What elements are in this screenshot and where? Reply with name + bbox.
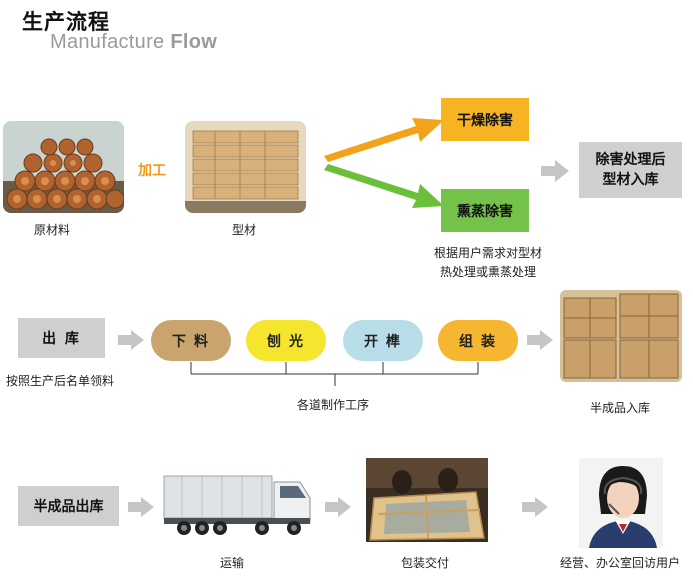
- semi-storage-caption: 半成品入库: [590, 401, 651, 415]
- delivery-caption: 包装交付: [401, 556, 450, 570]
- step-cutting: 下料: [151, 320, 231, 361]
- arrow-to-office: [522, 497, 548, 517]
- transport-caption: 运输: [220, 556, 245, 570]
- arrow-to-semi-storage: [527, 330, 553, 350]
- arrow-to-delivery: [325, 497, 351, 517]
- page-subtitle: Manufacture Flow: [50, 31, 218, 53]
- fumigation-box: 熏蒸除害: [441, 189, 529, 232]
- arrow-to-storage: [541, 160, 569, 182]
- step-planing: 刨光: [246, 320, 326, 361]
- raw-material-caption: 原材料: [34, 223, 71, 237]
- arrow-to-steps: [118, 330, 144, 350]
- headset-operator-illustration: [579, 458, 663, 548]
- step-assembly: 组装: [438, 320, 518, 361]
- profile-caption: 型材: [232, 223, 257, 237]
- treatment-note: 根据用户需求对型材 热处理或熏蒸处理: [433, 246, 542, 279]
- branch-arrows: [324, 118, 444, 208]
- semi-outbound-box: 半成品出库: [18, 486, 119, 526]
- lumber-stack-illustration: [185, 121, 306, 213]
- semi-finished-photo: [560, 290, 682, 382]
- arrow-to-dry: [324, 118, 444, 162]
- truck-illustration: [163, 475, 311, 535]
- office-staff-photo: [579, 458, 663, 548]
- page-title: 生产流程: [22, 10, 110, 34]
- arrow-to-fumigate: [324, 164, 444, 208]
- delivery-photo: [366, 458, 488, 542]
- outbound-box: 出 库: [18, 318, 105, 358]
- transport-truck-photo: [162, 468, 314, 538]
- log-pile-illustration: [3, 121, 124, 213]
- raw-material-photo: [3, 121, 124, 213]
- storage-box: 除害处理后 型材入库: [579, 142, 682, 198]
- process-label: 加工: [138, 163, 166, 179]
- dry-treatment-box: 干燥除害: [441, 98, 529, 141]
- crates-illustration: [560, 290, 682, 382]
- arrow-to-transport: [128, 497, 154, 517]
- packaging-illustration: [366, 458, 488, 542]
- outbound-caption: 按照生产后名单领料: [6, 374, 115, 388]
- office-caption: 经营、办公室回访用户: [560, 556, 681, 570]
- profile-lumber-photo: [185, 121, 306, 213]
- process-caption: 各道制作工序: [297, 398, 370, 412]
- process-bracket: [190, 362, 479, 386]
- step-tenoning: 开榫: [343, 320, 423, 361]
